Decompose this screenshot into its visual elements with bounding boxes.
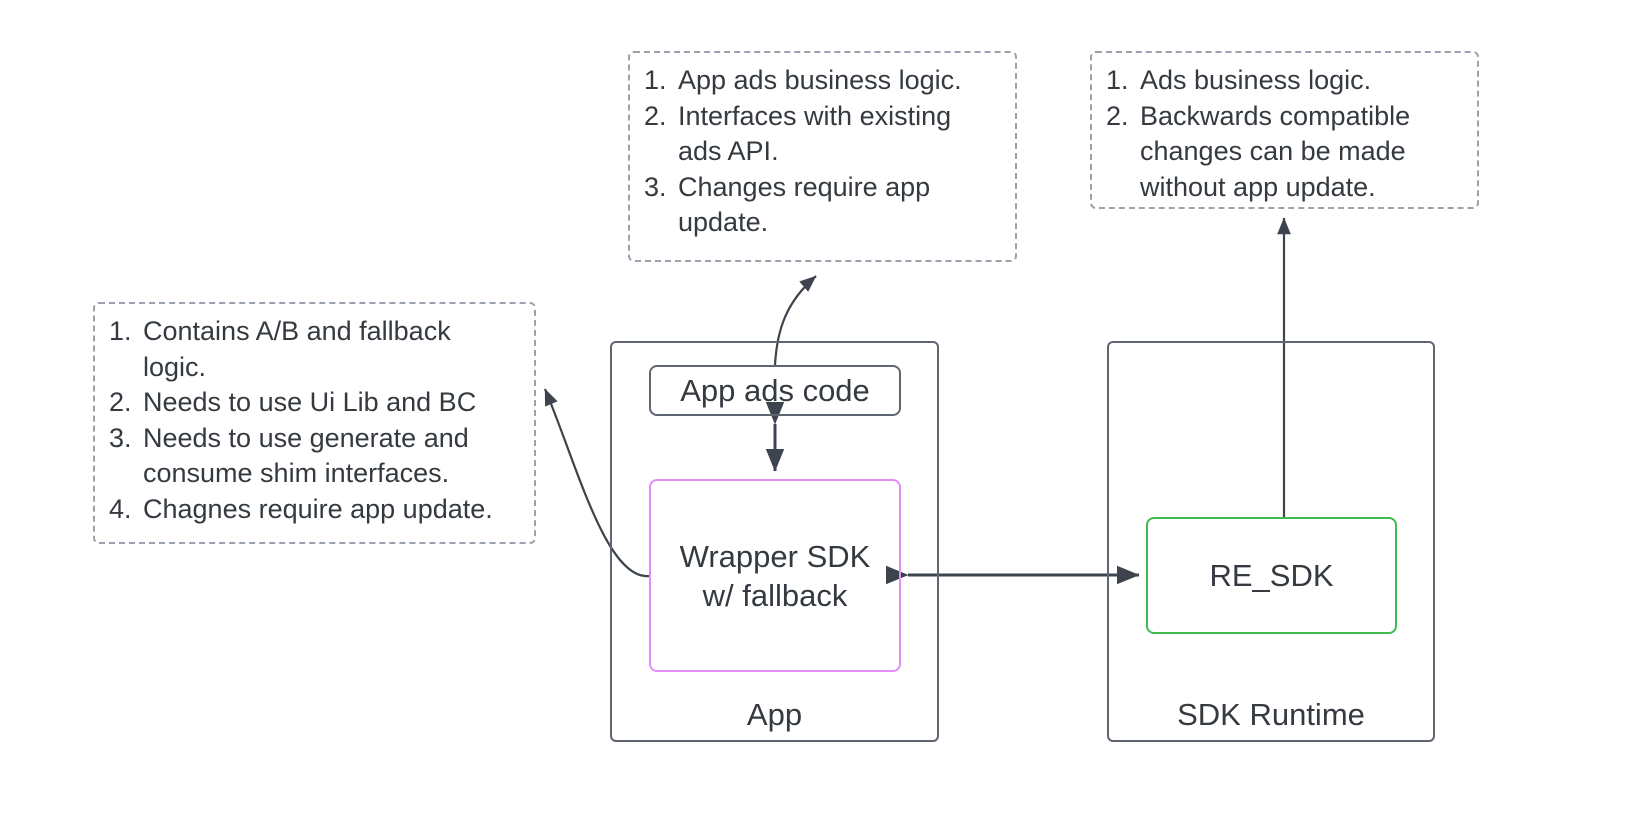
note-item: App ads business logic. <box>644 63 962 98</box>
container-sdk-runtime: SDK Runtime <box>1107 341 1435 742</box>
note-wrapper-sdk: Contains A/B and fallback logic. Needs t… <box>93 302 536 544</box>
note-app-ads-code-list: App ads business logic. Interfaces with … <box>644 63 1001 241</box>
note-wrapper-sdk-list: Contains A/B and fallback logic. Needs t… <box>109 314 520 527</box>
note-item: Interfaces with existing ads API. <box>644 99 952 167</box>
note-item: Needs to use generate and consume shim i… <box>109 421 469 489</box>
note-re-sdk-list: Ads business logic. Backwards compatible… <box>1106 63 1463 205</box>
node-app-ads-code[interactable]: App ads code <box>649 365 901 416</box>
note-item: Ads business logic. <box>1106 63 1372 98</box>
node-re-sdk-label: RE_SDK <box>1209 558 1334 593</box>
node-wrapper-sdk-label: Wrapper SDK w/ fallback <box>679 538 871 613</box>
note-item: Contains A/B and fallback logic. <box>109 314 451 382</box>
container-app: App <box>610 341 939 742</box>
note-item: Chagnes require app update. <box>109 492 493 527</box>
note-app-ads-code: App ads business logic. Interfaces with … <box>628 51 1017 262</box>
note-re-sdk: Ads business logic. Backwards compatible… <box>1090 51 1479 209</box>
container-app-label: App <box>746 697 803 732</box>
node-wrapper-sdk[interactable]: Wrapper SDK w/ fallback <box>649 479 901 672</box>
note-item: Needs to use Ui Lib and BC <box>109 385 477 420</box>
node-re-sdk[interactable]: RE_SDK <box>1146 517 1397 634</box>
node-app-ads-code-label: App ads code <box>680 373 870 408</box>
container-sdk-runtime-label: SDK Runtime <box>1177 697 1365 732</box>
note-item: Backwards compatible changes can be made… <box>1106 99 1411 202</box>
note-item: Changes require app update. <box>644 170 931 238</box>
